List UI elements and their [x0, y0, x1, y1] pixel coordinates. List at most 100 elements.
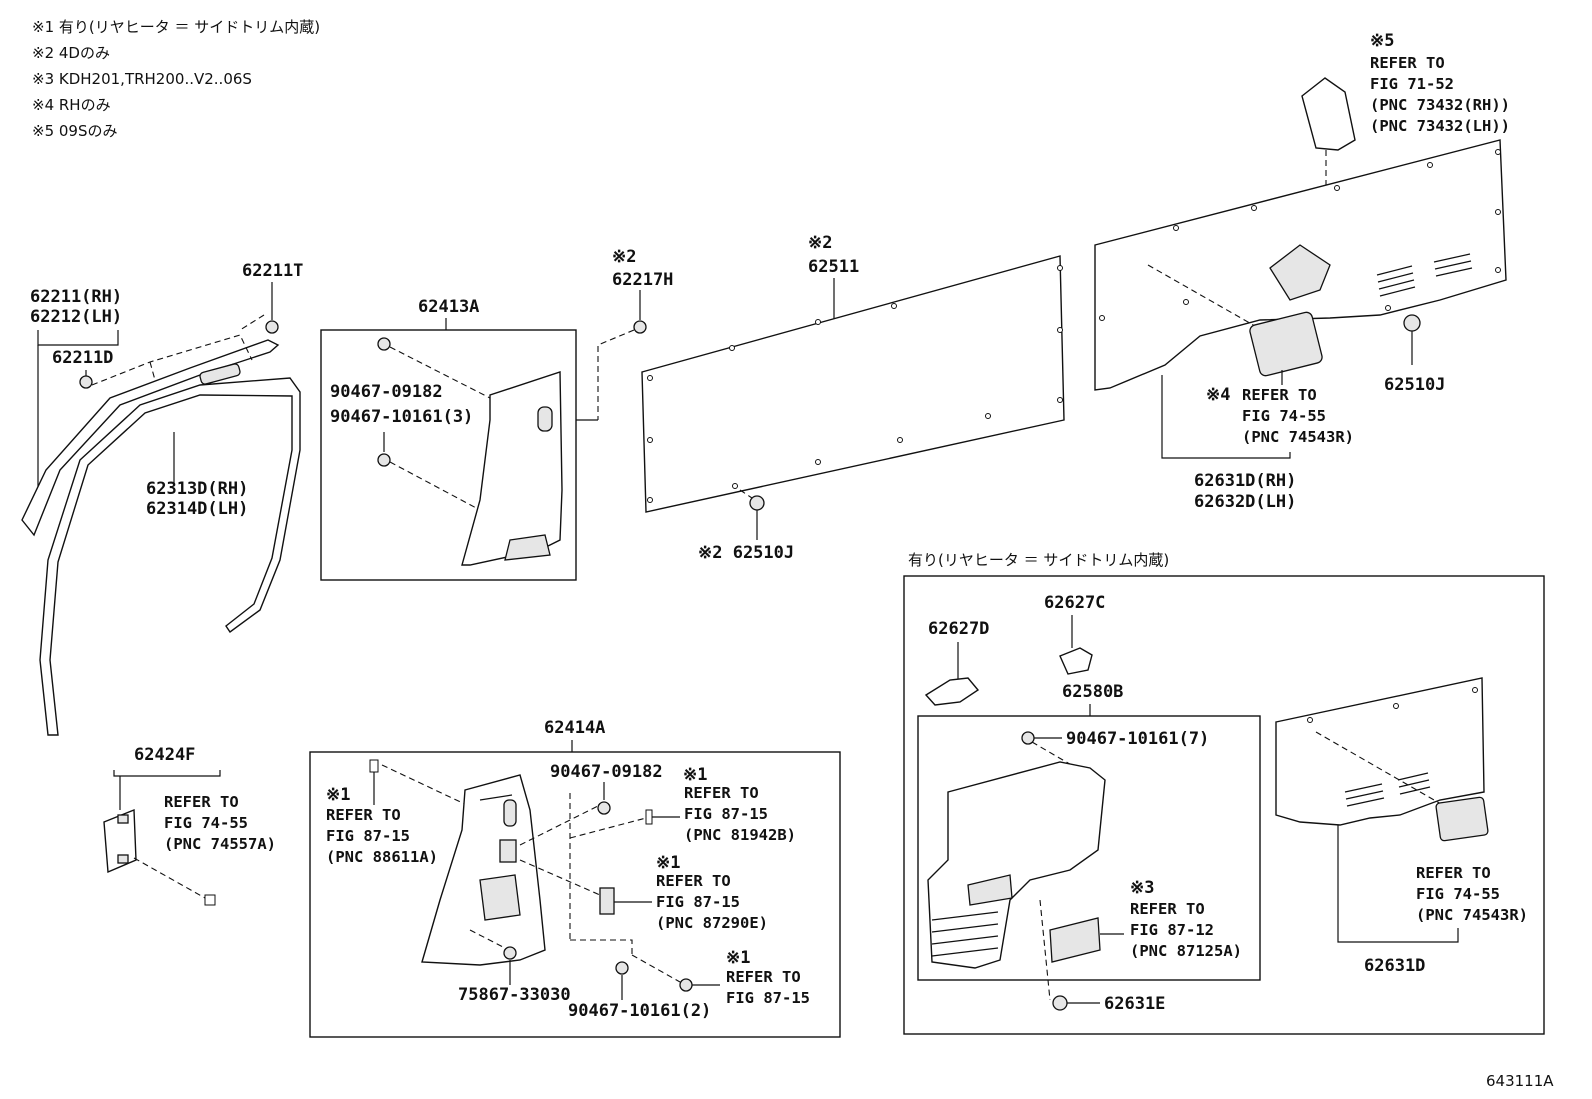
cap-62627c-part: [1059, 647, 1093, 675]
figure-id: 643111A: [1486, 1072, 1554, 1090]
ref-74-55-a: REFER TO FIG 74-55 (PNC 74543R): [1242, 386, 1354, 446]
rear-panel-group: ※5 REFER TO FIG 71-52 (PNC 73432(RH)) (P…: [1094, 31, 1510, 512]
label-62217h: 62217H: [612, 270, 673, 290]
ref-87290: REFER TO FIG 87-15 (PNC 87290E): [656, 872, 768, 932]
ref-81942-line1: REFER TO: [684, 784, 759, 802]
panel-62511-group: ※2 62511 ※2 62510J: [641, 233, 1065, 563]
label-62314d: 62314D(LH): [146, 499, 248, 519]
rear-panel-vents: [1376, 253, 1473, 297]
ref-81942: REFER TO FIG 87-15 (PNC 81942B): [684, 784, 796, 844]
label-62631d: 62631D: [1364, 956, 1425, 976]
label-62631d-rh: 62631D(RH): [1194, 471, 1296, 491]
ref-71-52-line3: (PNC 73432(RH)): [1370, 96, 1510, 114]
ref-88611-line2: FIG 87-15: [326, 827, 410, 845]
ref-81942-line3: (PNC 81942B): [684, 826, 796, 844]
ref-71-52-line1: REFER TO: [1370, 54, 1445, 72]
ref-74-55-a-line1: REFER TO: [1242, 386, 1317, 404]
ref-74-55-b-line1: REFER TO: [164, 793, 239, 811]
label-62510j-b: 62510J: [1384, 375, 1445, 395]
rear-panel-62631d-vents: [1344, 772, 1431, 807]
pillar-garnish-part: [21, 339, 280, 537]
label-62631e: 62631E: [1104, 994, 1165, 1014]
ref-74543-b-line3: (PNC 74543R): [1416, 906, 1528, 924]
ref-74543-b-line2: FIG 74-55: [1416, 885, 1500, 903]
ref-88611-line3: (PNC 88611A): [326, 848, 438, 866]
label-62627d: 62627D: [928, 619, 989, 639]
cover-73432-part: [1301, 77, 1356, 151]
mark-1-a: ※1: [326, 785, 350, 805]
mark-2-b: ※2: [808, 233, 832, 253]
panel-62511-part: [641, 255, 1065, 513]
ref-71-52-line2: FIG 71-52: [1370, 75, 1454, 93]
pillar-garnish-group: 62211(RH) 62212(LH) 62211D 62211T: [21, 261, 303, 537]
ref-87290-line3: (PNC 87290E): [656, 914, 768, 932]
ref-87125-line3: (PNC 87125A): [1130, 942, 1242, 960]
mark-4: ※4: [1206, 385, 1230, 405]
mark-1-d: ※1: [726, 948, 750, 968]
note-1: ※1 有り(リヤヒータ ＝ サイドトリム内蔵): [32, 18, 320, 36]
ref-88611: REFER TO FIG 87-15 (PNC 88611A): [326, 806, 438, 866]
mark-3: ※3: [1130, 878, 1154, 898]
ref-87125-line2: FIG 87-12: [1130, 921, 1214, 939]
label-62414a: 62414A: [544, 718, 605, 738]
weatherstrip-group: 62313D(RH) 62314D(LH): [39, 377, 301, 736]
label-62580b: 62580B: [1062, 682, 1123, 702]
label-62511: 62511: [808, 257, 859, 277]
notes-legend: ※1 有り(リヤヒータ ＝ サイドトリム内蔵) ※2 4Dのみ ※3 KDH20…: [32, 18, 320, 140]
label-62313d: 62313D(RH): [146, 479, 248, 499]
ref-71-52: REFER TO FIG 71-52 (PNC 73432(RH)) (PNC …: [1370, 54, 1510, 135]
cap-62627d-part: [924, 677, 980, 706]
label-75867-33030: 75867-33030: [458, 985, 571, 1005]
label-90467-09182-a: 90467-09182: [330, 382, 443, 402]
section-title: 有り(リヤヒータ ＝ サイドトリム内蔵): [908, 551, 1169, 569]
ref-87125: REFER TO FIG 87-12 (PNC 87125A): [1130, 900, 1242, 960]
ref-87-15-line1: REFER TO: [726, 968, 801, 986]
rear-panel-62631d-part: [1275, 677, 1485, 826]
quarter-trim-62414a-group: 62414A ※1 REFER TO FIG 87-15 (PNC 88611A…: [309, 718, 841, 1038]
ref-71-52-line4: (PNC 73432(LH)): [1370, 117, 1510, 135]
clip-62217h-group: ※2 62217H: [597, 247, 673, 420]
ref-74-55-b-line3: (PNC 74557A): [164, 835, 276, 853]
ref-74-55-a-line3: (PNC 74543R): [1242, 428, 1354, 446]
vent-87125a-part: [1049, 917, 1101, 963]
ref-74-55-b: REFER TO FIG 74-55 (PNC 74557A): [164, 793, 276, 853]
mark-1-c: ※1: [656, 853, 680, 873]
ref-74-55-a-line2: FIG 74-55: [1242, 407, 1326, 425]
ref-74543-b: REFER TO FIG 74-55 (PNC 74543R): [1416, 864, 1528, 924]
label-90467-09182-b: 90467-09182: [550, 762, 663, 782]
ref-87125-line1: REFER TO: [1130, 900, 1205, 918]
label-62627c: 62627C: [1044, 593, 1105, 613]
ref-81942-line2: FIG 87-15: [684, 805, 768, 823]
bracket-62424f-group: 62424F REFER TO FIG 74-55 (PNC 74557A): [103, 745, 276, 906]
note-5: ※5 09Sのみ: [32, 122, 118, 140]
note-4: ※4 RHのみ: [32, 96, 111, 114]
label-62212-lh: 62212(LH): [30, 307, 122, 327]
ref-87290-line2: FIG 87-15: [656, 893, 740, 911]
mark-2-a: ※2: [612, 247, 636, 267]
mark-1-b: ※1: [683, 765, 707, 785]
ref-74543-b-line1: REFER TO: [1416, 864, 1491, 882]
ref-74-55-b-line2: FIG 74-55: [164, 814, 248, 832]
label-90467-10161-7: 90467-10161(7): [1066, 729, 1209, 749]
label-62211-rh: 62211(RH): [30, 287, 122, 307]
ref-88611-line1: REFER TO: [326, 806, 401, 824]
ref-87-15: REFER TO FIG 87-15: [726, 968, 810, 1007]
label-62510j-a: ※2 62510J: [698, 543, 794, 563]
label-62424f: 62424F: [134, 745, 195, 765]
label-62211d: 62211D: [52, 348, 113, 368]
note-3: ※3 KDH201,TRH200..V2..06S: [32, 70, 252, 88]
label-62632d-lh: 62632D(LH): [1194, 492, 1296, 512]
label-62413a: 62413A: [418, 297, 479, 317]
weatherstrip-part: [39, 377, 301, 736]
rear-heater-section: 有り(リヤヒータ ＝ サイドトリム内蔵) 62627D 62627C 62580…: [903, 551, 1545, 1035]
mark-5: ※5: [1370, 31, 1394, 51]
label-62211t: 62211T: [242, 261, 303, 281]
quarter-trim-62413a-group: 62413A 90467-09182 90467-10161(3): [320, 297, 598, 581]
quarter-trim-62413a-part: [461, 371, 563, 566]
label-90467-10161-2: 90467-10161(2): [568, 1001, 711, 1021]
note-2: ※2 4Dのみ: [32, 44, 110, 62]
ref-87290-line1: REFER TO: [656, 872, 731, 890]
heater-trim-62580b-part: [927, 761, 1106, 969]
heater-trim-louvers: [931, 911, 999, 957]
